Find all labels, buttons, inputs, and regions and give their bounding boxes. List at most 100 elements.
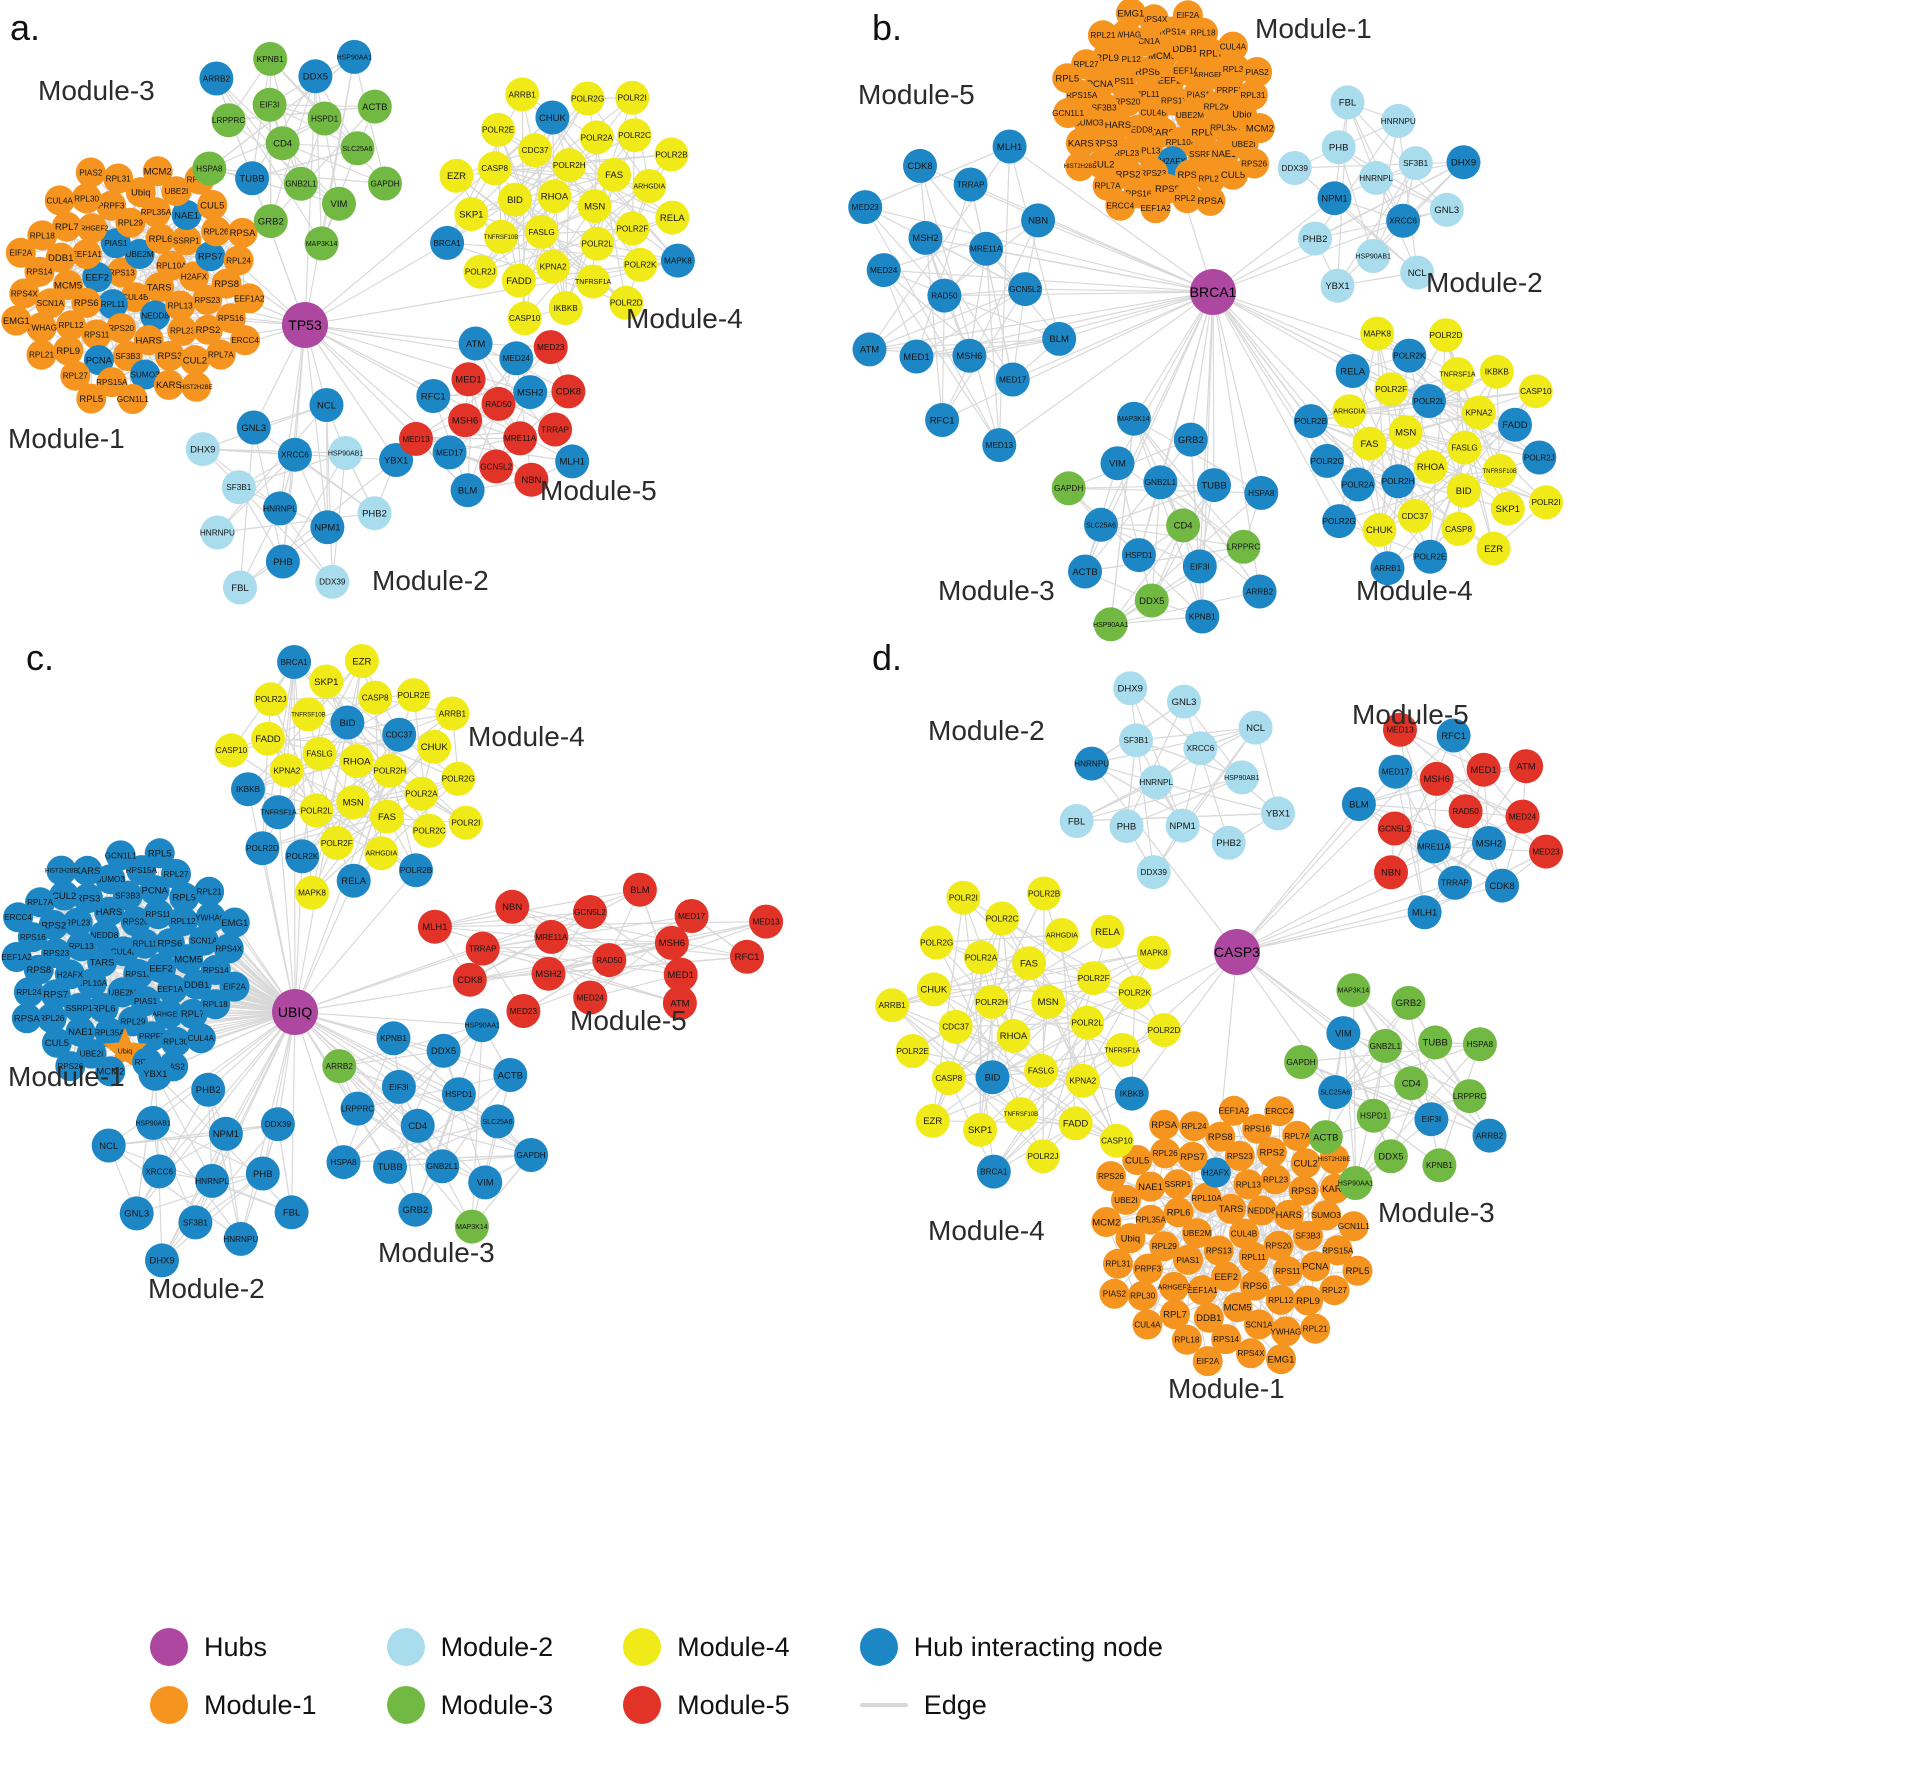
node-TUBB: TUBB [1197,468,1231,503]
legend-label: Edge [923,1689,987,1720]
node-SLC25A6: SLC25A6 [1318,1075,1353,1110]
edge [1133,418,1244,548]
node-RPSA: RPSA [227,217,258,248]
node-BID: BID [975,1060,1010,1095]
edge [291,1011,296,1213]
edge [1395,771,1523,818]
node-RPL24: RPL24 [223,245,254,276]
node-CASP10: CASP10 [214,733,249,768]
node-HSPD1: HSPD1 [307,101,342,136]
edge [883,269,1060,340]
edge [304,324,434,397]
module-label-module-1: Module-1 [1168,1373,1285,1404]
node-GAPDH: GAPDH [514,1138,549,1172]
node-HSPA8: HSPA8 [326,1145,361,1180]
edge [1390,816,1523,873]
node-EIF2A: EIF2A [1172,0,1203,31]
edge [294,856,303,1013]
node-POLR2K: POLR2K [285,839,320,874]
edge [414,1025,483,1210]
edge [1110,484,1215,625]
edge [1236,882,1456,953]
node-GCN5L2: GCN5L2 [1377,811,1412,846]
edge [443,1050,486,1183]
node-ACTB: ACTB [1068,554,1102,589]
node-ERCC4: ERCC4 [3,902,34,933]
node-RPS3: RPS3 [1288,1175,1319,1206]
node-EMG1: EMG1 [1266,1344,1296,1375]
node-GAPDH: GAPDH [1051,471,1086,506]
node-DHX9: DHX9 [1113,671,1148,706]
node-MSH6: MSH6 [448,403,483,438]
node-FASLG: FASLG [302,736,337,771]
node-MSH6: MSH6 [1419,761,1454,796]
node-RPL7A: RPL7A [1282,1120,1313,1151]
node-HNRNPU: HNRNPU [1381,103,1416,138]
edge [432,395,532,481]
node-HSPA8: HSPA8 [1462,1027,1497,1062]
node-EZR: EZR [344,644,379,678]
node-TRRAP: TRRAP [953,167,988,202]
node-RELA: RELA [1090,914,1125,949]
node-PRPF3: PRPF3 [1133,1253,1163,1284]
edge [1212,220,1404,293]
edge [993,1022,1088,1172]
node-HNRNPL: HNRNPL [263,491,297,526]
node-PIAS2: PIAS2 [75,157,106,188]
node-ATM: ATM [852,332,887,367]
edge [925,237,1214,293]
edge [108,1123,278,1147]
edge [108,1145,242,1240]
node-GRB2: GRB2 [253,204,288,239]
edge [501,227,633,238]
node-TRRAP: TRRAP [465,931,500,966]
edge [979,918,1003,1130]
edge [1133,291,1214,420]
node-DHX9: DHX9 [185,432,220,467]
node-ATM: ATM [458,326,493,361]
node-PIAS2: PIAS2 [1242,57,1273,87]
node-SKP1: SKP1 [1490,491,1525,526]
node-RPL24: RPL24 [1179,1111,1210,1142]
node-GNB2L1: GNB2L1 [425,1149,460,1184]
legend-item-hubs: Hubs [150,1628,317,1666]
module-label-module-5: Module-5 [570,1005,687,1036]
node-CD4: CD4 [265,126,300,161]
edge [932,1120,1076,1124]
edge [1390,388,1501,472]
node-EZR: EZR [915,1103,950,1138]
node-RPSA: RPSA [1195,185,1226,216]
edge [1300,1061,1490,1137]
edge [469,911,591,981]
node-ACTB: ACTB [493,1058,528,1092]
node-CD4: CD4 [1394,1066,1429,1101]
legend-item-hub-interacting-node: Hub interacting node [859,1628,1163,1666]
node-CASP8: CASP8 [1441,511,1476,546]
panel-letter-b: b. [872,7,902,48]
node-HNRNPL: HNRNPL [1139,765,1173,800]
node-NCL: NCL [309,388,344,422]
edge [286,661,295,771]
edge [277,812,296,1013]
edge [307,714,338,844]
edge [325,404,333,582]
edge [261,848,296,1013]
node-MCM2: MCM2 [1091,1207,1122,1237]
module-label-module-4: Module-4 [626,303,743,334]
edge [1314,209,1447,240]
module-label-module-2: Module-2 [148,1273,265,1304]
edge [1430,466,1547,503]
node-GNB2L1: GNB2L1 [1143,465,1178,500]
node-EIF2A: EIF2A [5,237,36,268]
node-LRPPRC: LRPPRC [1452,1079,1487,1114]
module-label-module-1: Module-1 [1255,13,1372,44]
node-POLR2C: POLR2C [412,813,447,848]
edge [304,260,678,326]
panel-c: CUL4BRPS13TARSRPL11UBE2MNEDD8EEF2RPL10AR… [1,637,784,1304]
edge [239,427,255,588]
node-MSH2: MSH2 [531,956,566,991]
node-POLR2C: POLR2C [985,901,1020,936]
edge [1294,167,1418,274]
edge [968,248,987,356]
node-HSPD1: HSPD1 [441,1077,476,1112]
